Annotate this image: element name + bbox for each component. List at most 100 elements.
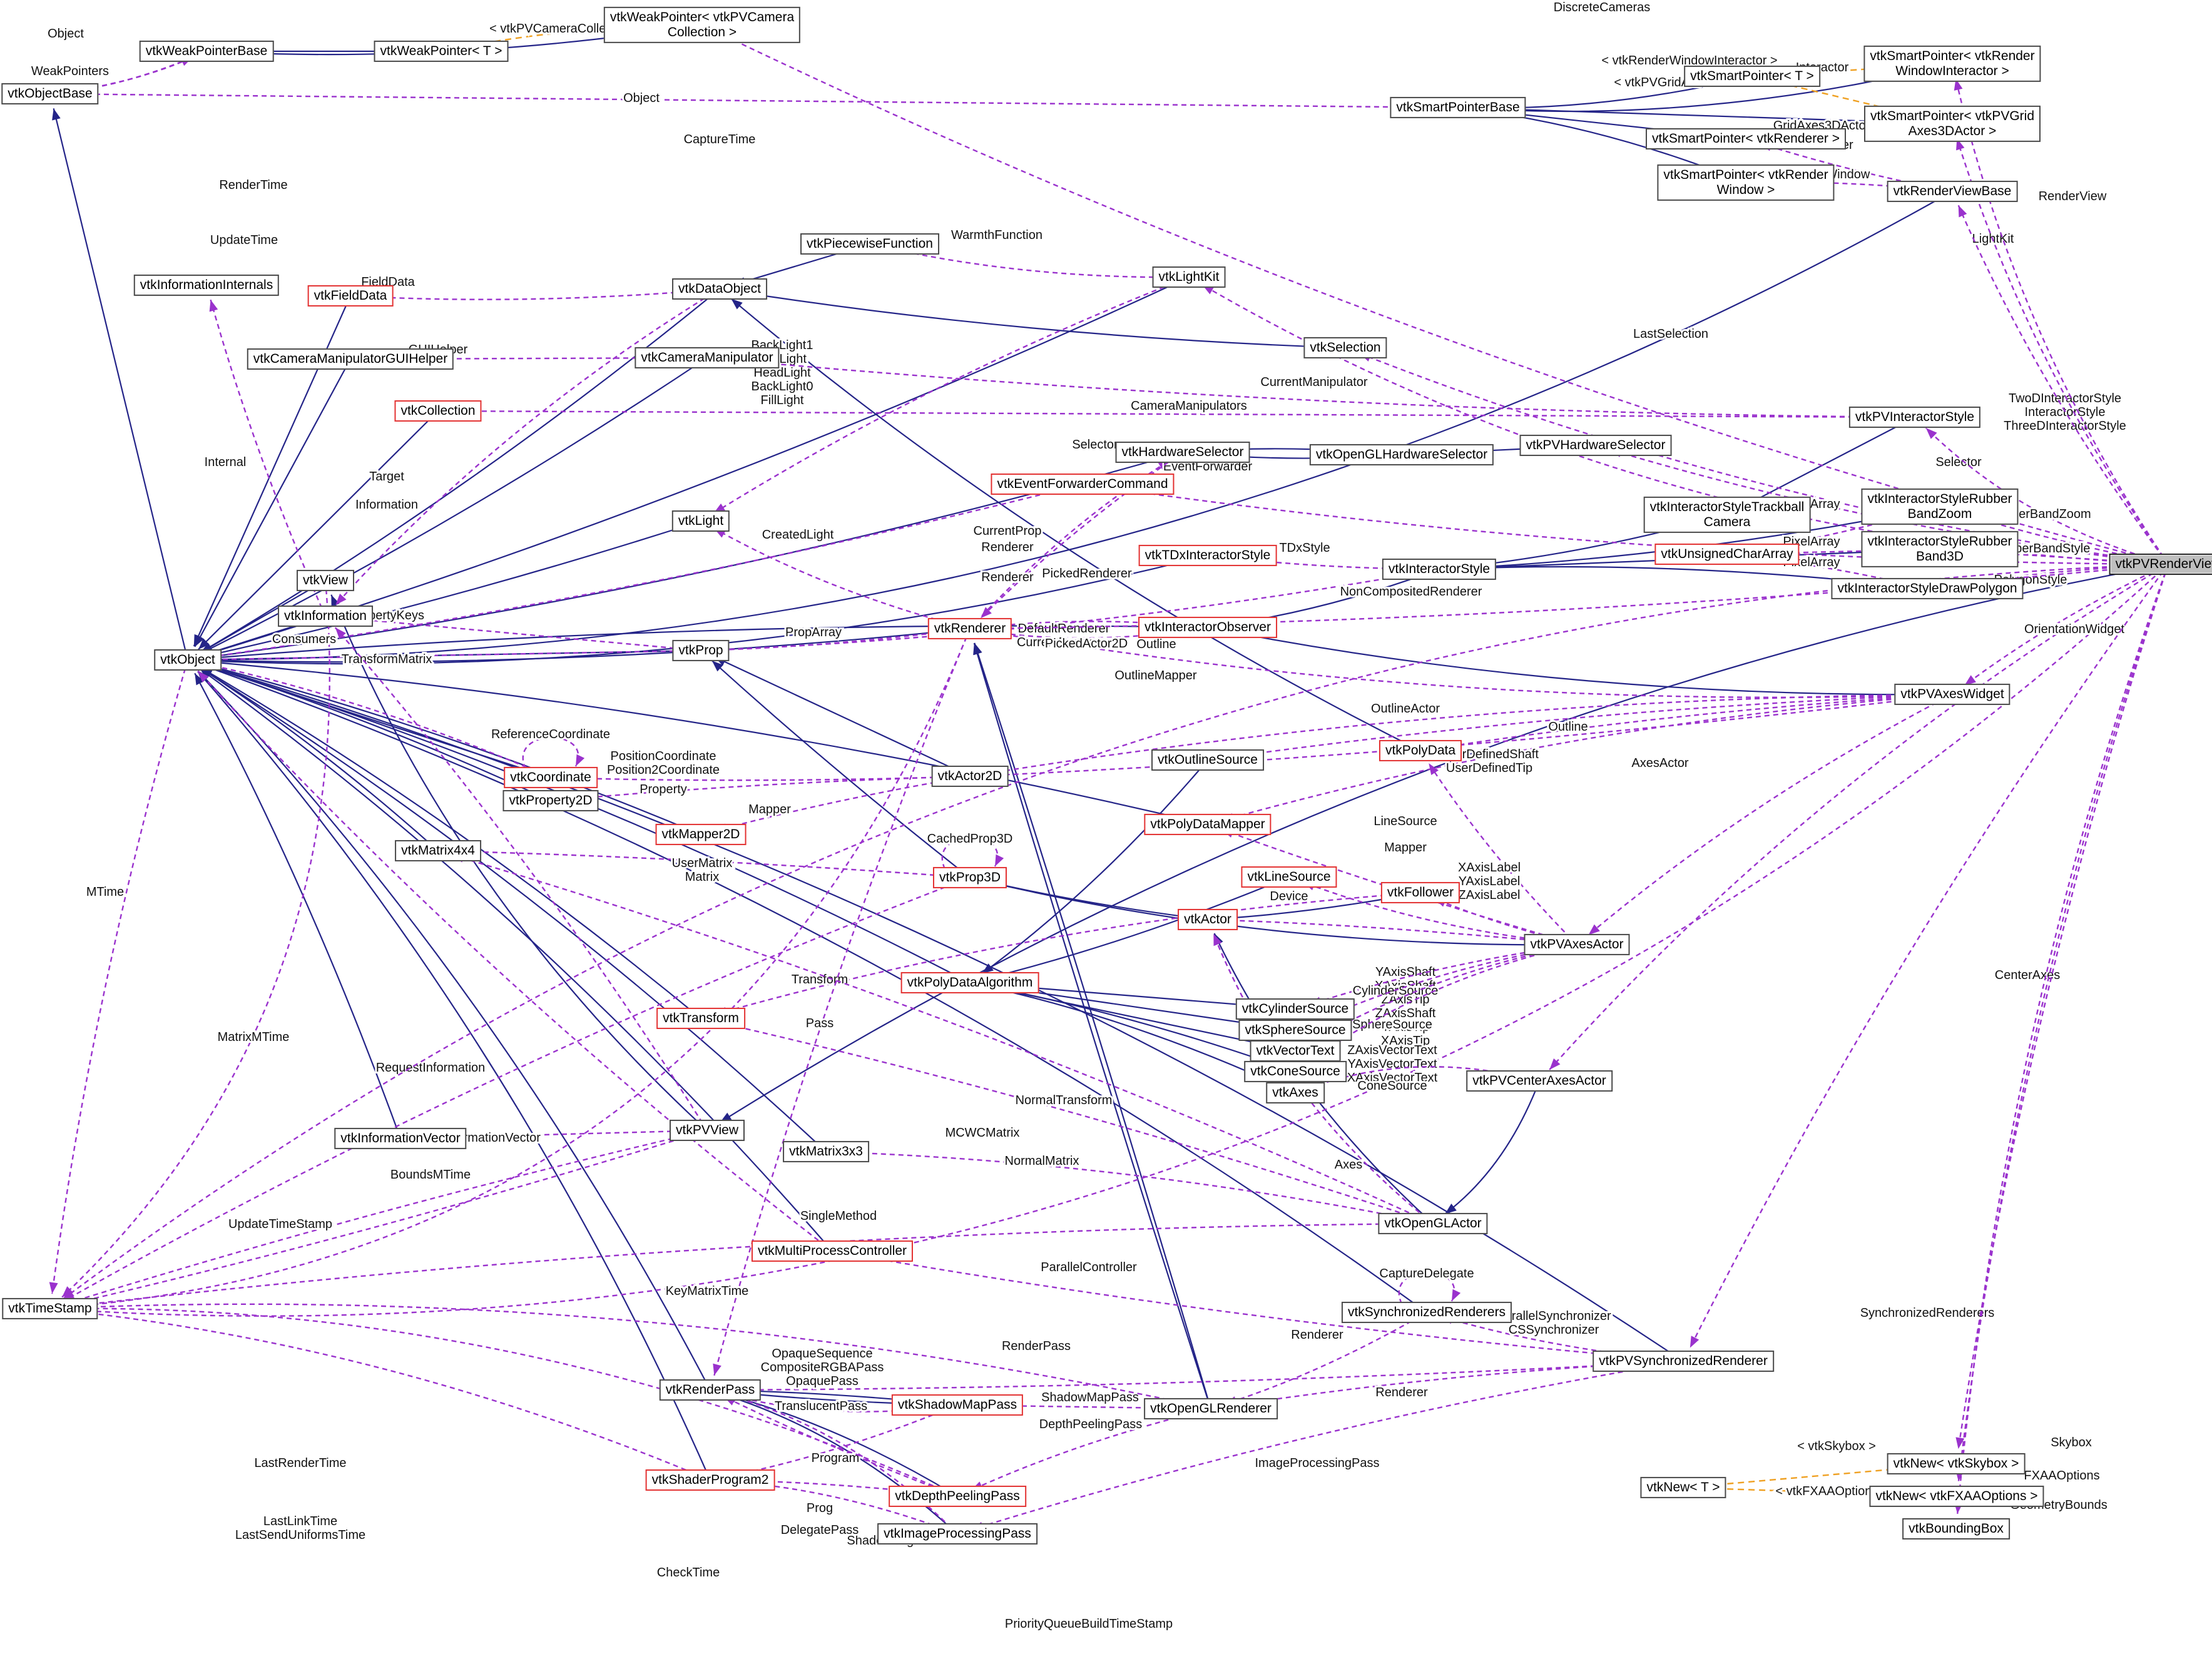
class-node-vtkVectorText[interactable]: vtkVectorText bbox=[1250, 1040, 1341, 1062]
class-node-vtkNewSkybox[interactable]: vtkNew< vtkSkybox > bbox=[1887, 1453, 2026, 1475]
edge bbox=[202, 625, 1208, 660]
class-node-vtkShaderProgram2[interactable]: vtkShaderProgram2 bbox=[645, 1469, 775, 1491]
class-node-vtkPolyDataMapper[interactable]: vtkPolyDataMapper bbox=[1144, 813, 1272, 836]
edge bbox=[1225, 1360, 1684, 1408]
class-node-vtkTimeStamp[interactable]: vtkTimeStamp bbox=[2, 1297, 98, 1320]
class-node-vtkPiecewiseFunction[interactable]: vtkPiecewiseFunction bbox=[800, 233, 939, 255]
class-node-vtkShadowMapPass[interactable]: vtkShadowMapPass bbox=[891, 1394, 1024, 1416]
class-node-vtkInteractorObserver[interactable]: vtkInteractorObserver bbox=[1138, 616, 1277, 639]
class-node-vtkOpenGLActor[interactable]: vtkOpenGLActor bbox=[1378, 1212, 1488, 1235]
class-node-vtkMapper2D[interactable]: vtkMapper2D bbox=[655, 823, 747, 846]
class-node-vtkFieldData[interactable]: vtkFieldData bbox=[307, 285, 394, 307]
class-node-vtkLightKit[interactable]: vtkLightKit bbox=[1152, 266, 1226, 288]
class-node-vtkLight[interactable]: vtkLight bbox=[671, 510, 730, 532]
class-node-vtkCollection[interactable]: vtkCollection bbox=[394, 400, 482, 422]
class-node-vtkRenderPass[interactable]: vtkRenderPass bbox=[659, 1379, 762, 1401]
class-node-vtkCoordinate[interactable]: vtkCoordinate bbox=[504, 766, 598, 789]
class-node-vtkInteractorStyleRubberBandZoom[interactable]: vtkInteractorStyleRubber BandZoom bbox=[1861, 488, 2019, 525]
class-node-vtkUnsignedCharArray[interactable]: vtkUnsignedCharArray bbox=[1654, 543, 1800, 566]
class-node-vtkPVCenterAxesActor[interactable]: vtkPVCenterAxesActor bbox=[1466, 1070, 1613, 1092]
class-node-vtkInteractorStyleTrackballCamera[interactable]: vtkInteractorStyleTrackball Camera bbox=[1643, 496, 1811, 534]
class-node-vtkProp3D[interactable]: vtkProp3D bbox=[932, 866, 1007, 889]
class-node-vtkPolyDataAlgorithm[interactable]: vtkPolyDataAlgorithm bbox=[900, 972, 1039, 994]
class-node-vtkObject[interactable]: vtkObject bbox=[154, 649, 222, 671]
class-node-vtkPVRenderView[interactable]: vtkPVRenderView bbox=[2109, 553, 2212, 576]
class-node-vtkSmartPointerT[interactable]: vtkSmartPointer< T > bbox=[1684, 65, 1820, 88]
class-node-vtkOpenGLHardwareSelector[interactable]: vtkOpenGLHardwareSelector bbox=[1309, 444, 1494, 466]
class-node-vtkAxes[interactable]: vtkAxes bbox=[1266, 1082, 1325, 1104]
class-node-vtkWeakPointerPVCamColl[interactable]: vtkWeakPointer< vtkPVCamera Collection > bbox=[603, 6, 801, 44]
class-node-vtkDataObject[interactable]: vtkDataObject bbox=[672, 278, 767, 300]
class-node-vtkRenderer[interactable]: vtkRenderer bbox=[927, 617, 1012, 640]
class-node-vtkProp[interactable]: vtkProp bbox=[672, 639, 730, 662]
class-node-vtkTDxInteractorStyle[interactable]: vtkTDxInteractorStyle bbox=[1138, 544, 1277, 567]
class-node-vtkWeakPointerBase[interactable]: vtkWeakPointerBase bbox=[139, 40, 274, 63]
class-node-vtkInformationInternals[interactable]: vtkInformationInternals bbox=[133, 274, 280, 297]
edge-label: BoundsMTime bbox=[390, 1168, 471, 1182]
edge bbox=[984, 693, 1953, 775]
class-node-vtkConeSource[interactable]: vtkConeSource bbox=[1244, 1060, 1347, 1083]
class-node-vtkTransform[interactable]: vtkTransform bbox=[656, 1007, 745, 1030]
class-node-vtkPVHardwareSelector[interactable]: vtkPVHardwareSelector bbox=[1519, 434, 1672, 457]
class-node-vtkSynchronizedRenderers[interactable]: vtkSynchronizedRenderers bbox=[1341, 1301, 1512, 1324]
class-node-vtkPVSynchronizedRenderer[interactable]: vtkPVSynchronizedRenderer bbox=[1593, 1350, 1774, 1372]
class-node-vtkDepthPeelingPass[interactable]: vtkDepthPeelingPass bbox=[889, 1485, 1026, 1508]
class-node-vtkMatrix3x3[interactable]: vtkMatrix3x3 bbox=[783, 1140, 869, 1163]
class-node-vtkLineSource[interactable]: vtkLineSource bbox=[1241, 866, 1337, 888]
class-node-vtkSmartPointerRenderer[interactable]: vtkSmartPointer< vtkRenderer > bbox=[1646, 128, 1846, 150]
class-node-vtkActor[interactable]: vtkActor bbox=[1178, 908, 1238, 931]
class-node-vtkInformationVector[interactable]: vtkInformationVector bbox=[334, 1127, 467, 1150]
class-node-vtkBoundingBox[interactable]: vtkBoundingBox bbox=[1902, 1518, 2010, 1540]
edge bbox=[714, 656, 971, 777]
edge bbox=[1221, 829, 1577, 946]
class-node-vtkOpenGLRenderer[interactable]: vtkOpenGLRenderer bbox=[1144, 1398, 1278, 1420]
class-node-vtkCameraManipulator[interactable]: vtkCameraManipulator bbox=[635, 347, 780, 369]
class-node-vtkSmartPointerGrid[interactable]: vtkSmartPointer< vtkPVGrid Axes3DActor > bbox=[1864, 105, 2041, 143]
edge-label: RenderTime bbox=[219, 178, 287, 192]
class-node-vtkSmartPointerRW[interactable]: vtkSmartPointer< vtkRender Window > bbox=[1657, 164, 1835, 201]
edge bbox=[713, 276, 1190, 514]
edge bbox=[1359, 352, 2169, 566]
class-node-vtkSmartPointerRWI[interactable]: vtkSmartPointer< vtkRender WindowInterac… bbox=[1863, 45, 2041, 83]
edge bbox=[62, 563, 2169, 1300]
class-node-vtkOutlineSource[interactable]: vtkOutlineSource bbox=[1151, 749, 1264, 771]
edge bbox=[415, 1129, 708, 1139]
class-node-vtkInteractorStyleRubberBand3D[interactable]: vtkInteractorStyleRubber Band3D bbox=[1861, 530, 2019, 568]
edge-label: Internal bbox=[205, 455, 247, 469]
class-node-vtkInteractorStyle[interactable]: vtkInteractorStyle bbox=[1382, 558, 1497, 581]
class-node-vtkMultiProcessController[interactable]: vtkMultiProcessController bbox=[751, 1240, 914, 1262]
edge-label: OrientationWidget bbox=[2024, 622, 2125, 636]
class-node-vtkImageProcessingPass[interactable]: vtkImageProcessingPass bbox=[877, 1523, 1037, 1545]
arrowhead-icon bbox=[981, 607, 992, 619]
arrowhead-icon bbox=[1958, 205, 1967, 218]
class-node-vtkSelection[interactable]: vtkSelection bbox=[1303, 337, 1387, 359]
class-node-vtkActor2D[interactable]: vtkActor2D bbox=[931, 765, 1009, 788]
class-node-vtkPVAxesWidget[interactable]: vtkPVAxesWidget bbox=[1894, 683, 2011, 706]
class-node-vtkCylinderSource[interactable]: vtkCylinderSource bbox=[1235, 998, 1355, 1020]
class-node-vtkInformation[interactable]: vtkInformation bbox=[278, 605, 373, 627]
class-node-vtkNewFXAA[interactable]: vtkNew< vtkFXAAOptions > bbox=[1869, 1485, 2044, 1508]
class-node-vtkPVInteractorStyle[interactable]: vtkPVInteractorStyle bbox=[1848, 406, 1981, 429]
edge bbox=[971, 1360, 1684, 1531]
edge bbox=[884, 246, 1190, 278]
class-node-vtkPolyData[interactable]: vtkPolyData bbox=[1379, 739, 1462, 762]
edge bbox=[334, 627, 708, 1131]
class-node-vtkPVAxesActor[interactable]: vtkPVAxesActor bbox=[1524, 933, 1630, 956]
class-node-vtkSmartPointerBase[interactable]: vtkSmartPointerBase bbox=[1390, 96, 1526, 119]
edge-label: PropArray bbox=[785, 626, 842, 639]
class-node-vtkSphereSource[interactable]: vtkSphereSource bbox=[1238, 1019, 1352, 1042]
class-node-vtkInteractorStyleDrawPolygon[interactable]: vtkInteractorStyleDrawPolygon bbox=[1831, 577, 2024, 600]
class-node-vtkProperty2D[interactable]: vtkProperty2D bbox=[502, 789, 599, 812]
class-node-vtkPVView[interactable]: vtkPVView bbox=[670, 1119, 745, 1142]
class-node-vtkFollower[interactable]: vtkFollower bbox=[1380, 881, 1460, 904]
class-node-vtkHardwareSelector[interactable]: vtkHardwareSelector bbox=[1115, 441, 1250, 464]
class-node-vtkObjectBase[interactable]: vtkObjectBase bbox=[1, 83, 99, 105]
class-node-vtkMatrix4x4[interactable]: vtkMatrix4x4 bbox=[395, 840, 481, 862]
class-node-vtkCameraManipulatorGUIHelper[interactable]: vtkCameraManipulatorGUIHelper bbox=[247, 348, 454, 370]
class-node-vtkEventForwarderCommand[interactable]: vtkEventForwarderCommand bbox=[991, 473, 1175, 495]
edge-label: CurrentManipulator bbox=[1260, 375, 1368, 389]
class-node-vtkRenderViewBase[interactable]: vtkRenderViewBase bbox=[1887, 180, 2018, 203]
class-node-vtkView[interactable]: vtkView bbox=[297, 569, 354, 592]
class-node-vtkNewT[interactable]: vtkNew< T > bbox=[1640, 1476, 1726, 1499]
class-node-vtkWeakPointerT[interactable]: vtkWeakPointer< T > bbox=[374, 40, 509, 63]
